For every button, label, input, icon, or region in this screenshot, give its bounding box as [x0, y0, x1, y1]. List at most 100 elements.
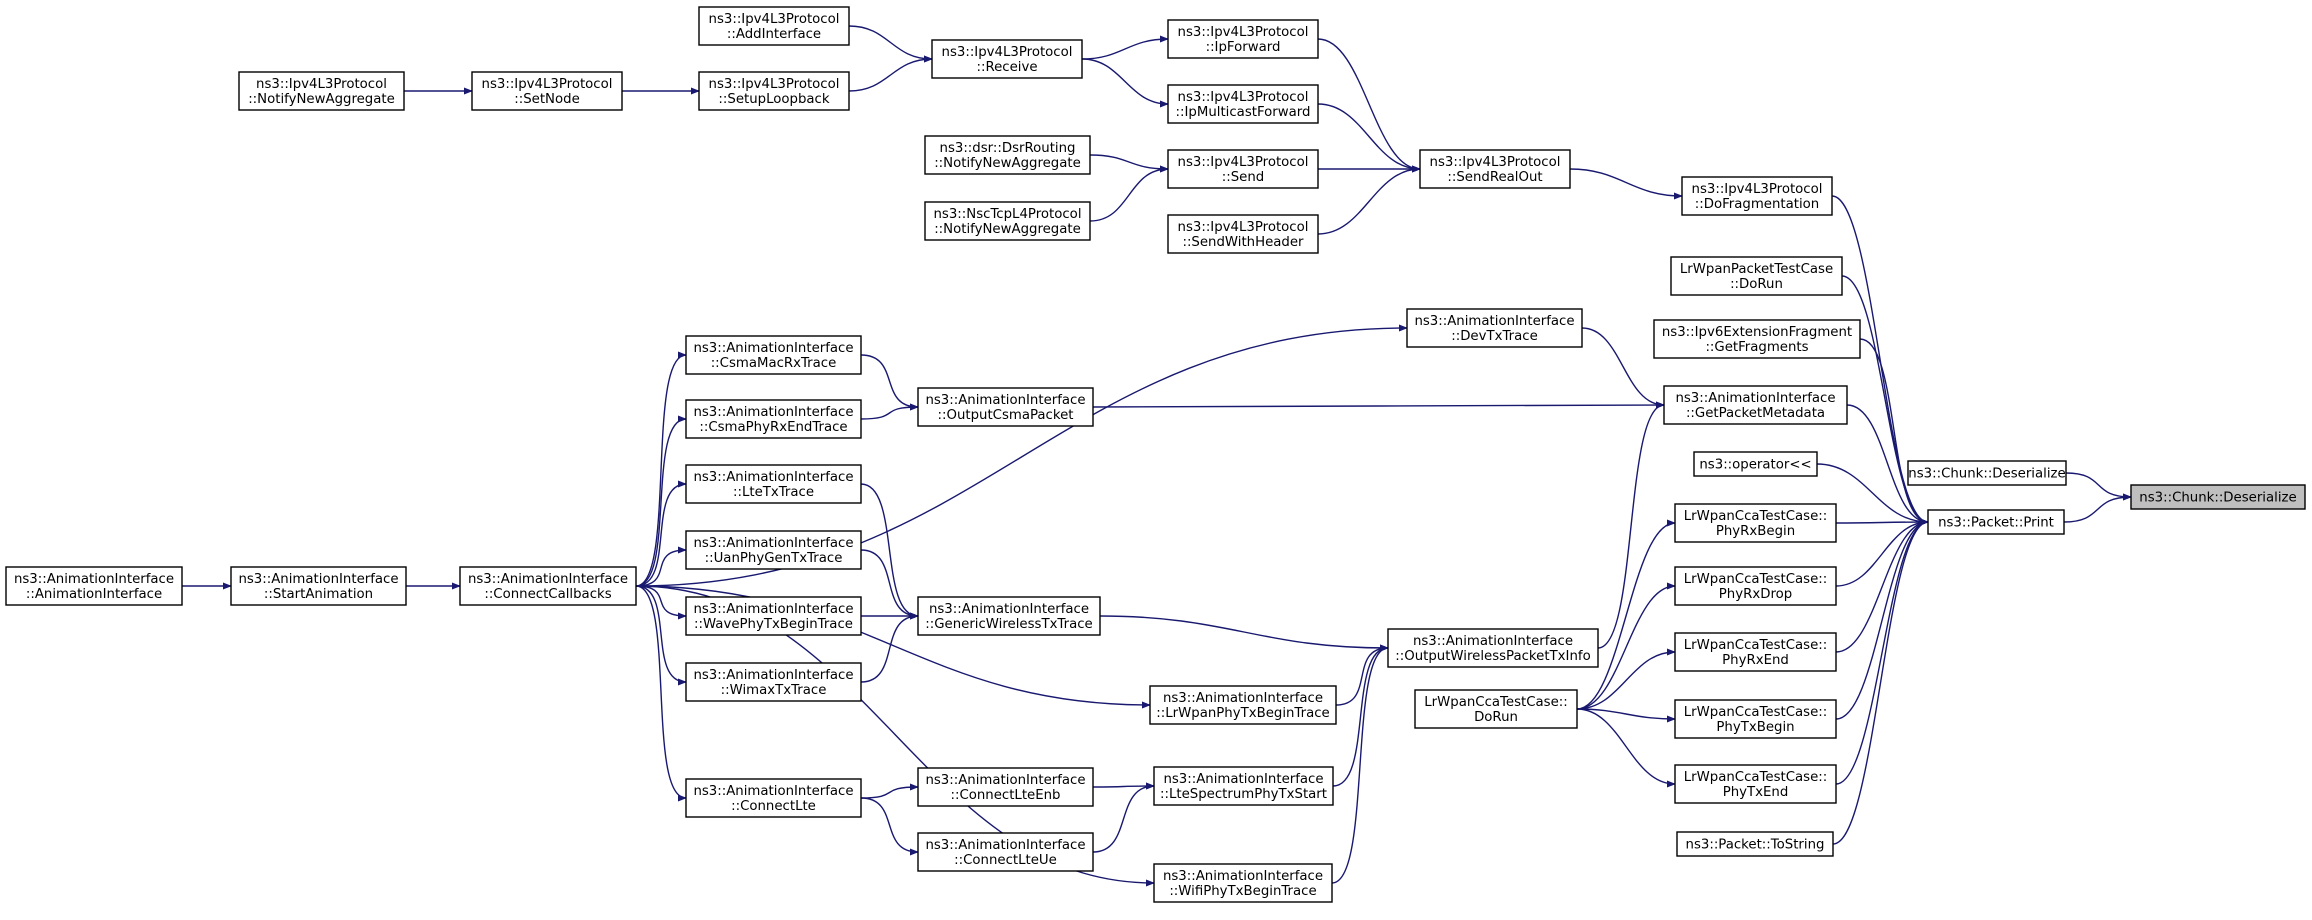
node-connect-callbacks[interactable]: ns3::AnimationInterface::ConnectCallback… [459, 566, 637, 606]
node-label-line: ::ConnectLteEnb [950, 788, 1060, 803]
node-add-interface[interactable]: ns3::Ipv4L3Protocol::AddInterface [698, 6, 850, 46]
node-label-line: ::SendWithHeader [1182, 235, 1304, 250]
edge-lrwpan-cca-dorun-to-phy-rx-end [1576, 648, 1676, 710]
node-label-line: ns3::Ipv4L3Protocol [482, 77, 613, 92]
node-box [1419, 149, 1571, 189]
node-phy-rx-drop[interactable]: LrWpanCcaTestCase::PhyRxDrop [1674, 566, 1837, 606]
node-label-line: ns3::AnimationInterface [1414, 314, 1574, 329]
node-output-wireless-packet-tx-info[interactable]: ns3::AnimationInterface::OutputWirelessP… [1387, 628, 1599, 668]
edge-connect-callbacks-to-dev-tx-trace [635, 324, 1408, 587]
edge-ipv6-get-fragments-to-packet-print [1859, 338, 1929, 526]
edge-add-interface-to-ipv4-receive [848, 25, 933, 63]
node-ipv4-send[interactable]: ns3::Ipv4L3Protocol::Send [1167, 149, 1319, 189]
node-connect-lte-enb[interactable]: ns3::AnimationInterface::ConnectLteEnb [917, 767, 1094, 807]
node-send-with-header[interactable]: ns3::Ipv4L3Protocol::SendWithHeader [1167, 214, 1319, 254]
node-lrwpan-phy-tx-begin-trace[interactable]: ns3::AnimationInterface::LrWpanPhyTxBegi… [1149, 685, 1337, 725]
node-label-line: ::ConnectCallbacks [484, 587, 611, 602]
node-lte-tx-trace[interactable]: ns3::AnimationInterface::LteTxTrace [685, 464, 862, 504]
edge-connect-callbacks-to-csma-phy-rx-end-trace [635, 415, 687, 587]
node-connect-lte[interactable]: ns3::AnimationInterface::ConnectLte [685, 778, 862, 818]
node-nsc-notify-new-aggregate[interactable]: ns3::NscTcpL4Protocol::NotifyNewAggregat… [924, 201, 1091, 241]
node-ip-forward[interactable]: ns3::Ipv4L3Protocol::IpForward [1167, 19, 1319, 59]
node-send-real-out[interactable]: ns3::Ipv4L3Protocol::SendRealOut [1419, 149, 1571, 189]
edge-operator-shift-to-packet-print [1816, 463, 1929, 526]
node-label-line: PhyRxBegin [1716, 524, 1795, 539]
node-phy-rx-begin[interactable]: LrWpanCcaTestCase::PhyRxBegin [1674, 503, 1837, 543]
node-box [924, 201, 1091, 241]
node-connect-lte-ue[interactable]: ns3::AnimationInterface::ConnectLteUe [917, 832, 1094, 872]
edge-dev-tx-trace-to-get-packet-metadata [1581, 327, 1665, 409]
edge-nsc-notify-new-aggregate-to-ipv4-send [1089, 165, 1169, 222]
node-animation-interface[interactable]: ns3::AnimationInterface::AnimationInterf… [5, 566, 183, 606]
node-lte-spectrum-phy-tx-start[interactable]: ns3::AnimationInterface::LteSpectrumPhyT… [1153, 766, 1334, 806]
node-phy-rx-end[interactable]: LrWpanCcaTestCase::PhyRxEnd [1674, 632, 1837, 672]
edge-send-with-header-to-send-real-out [1317, 165, 1421, 235]
node-label-line: ns3::AnimationInterface [925, 393, 1085, 408]
node-packet-tostring[interactable]: ns3::Packet::ToString [1676, 831, 1834, 857]
node-lrwpan-cca-dorun[interactable]: LrWpanCcaTestCase::DoRun [1414, 689, 1578, 729]
node-box [1674, 632, 1837, 672]
node-label-line: ::DoFragmentation [1695, 197, 1819, 212]
node-packet-print[interactable]: ns3::Packet::Print [1927, 509, 2065, 535]
node-label-line: ns3::Ipv4L3Protocol [1178, 155, 1309, 170]
node-label-line: ::GenericWirelessTxTrace [925, 617, 1092, 632]
node-label-line: ns3::Chunk::Deserialize [1908, 467, 2065, 482]
node-ipv6-get-fragments[interactable]: ns3::Ipv6ExtensionFragment::GetFragments [1653, 319, 1861, 359]
node-box [1167, 149, 1319, 189]
node-dev-tx-trace[interactable]: ns3::AnimationInterface::DevTxTrace [1406, 308, 1583, 348]
edge-lte-spectrum-phy-tx-start-to-output-wireless-packet-tx-info [1332, 644, 1389, 787]
node-label-line: ns3::AnimationInterface [1163, 772, 1323, 787]
node-wave-phy-tx-begin-trace[interactable]: ns3::AnimationInterface::WavePhyTxBeginT… [685, 596, 862, 636]
node-box [1153, 863, 1333, 903]
node-setup-loopback[interactable]: ns3::Ipv4L3Protocol::SetupLoopback [698, 71, 850, 111]
node-csma-phy-rx-end-trace[interactable]: ns3::AnimationInterface::CsmaPhyRxEndTra… [685, 399, 862, 439]
node-get-packet-metadata[interactable]: ns3::AnimationInterface::GetPacketMetada… [1663, 385, 1848, 425]
edge-lrwpan-packet-test-dorun-to-packet-print [1841, 275, 1929, 526]
node-label-line: ::LteTxTrace [733, 485, 814, 500]
node-box [685, 335, 862, 375]
node-label-line: ns3::Ipv4L3Protocol [1178, 25, 1309, 40]
node-label-line: ns3::AnimationInterface [929, 602, 1089, 617]
node-start-animation[interactable]: ns3::AnimationInterface::StartAnimation [230, 566, 407, 606]
node-ipv4-receive[interactable]: ns3::Ipv4L3Protocol::Receive [931, 39, 1083, 79]
edge-phy-rx-drop-to-packet-print [1835, 518, 1929, 587]
node-lrwpan-packet-test-dorun[interactable]: LrWpanPacketTestCase::DoRun [1670, 256, 1843, 296]
node-label-line: ns3::operator<< [1699, 458, 1811, 473]
node-do-fragmentation[interactable]: ns3::Ipv4L3Protocol::DoFragmentation [1681, 176, 1833, 216]
node-box [1167, 19, 1319, 59]
node-chunk-deserialize[interactable]: ns3::Chunk::Deserialize [1907, 460, 2067, 486]
node-set-node[interactable]: ns3::Ipv4L3Protocol::SetNode [471, 71, 623, 111]
node-ip-multicast-forward[interactable]: ns3::Ipv4L3Protocol::IpMulticastForward [1167, 84, 1319, 124]
node-label-line: ::Receive [976, 60, 1037, 75]
node-box [1149, 685, 1337, 725]
node-label-line: ns3::NscTcpL4Protocol [933, 207, 1081, 222]
edge-ip-multicast-forward-to-send-real-out [1317, 103, 1421, 173]
node-box [1153, 766, 1334, 806]
node-output-csma-packet[interactable]: ns3::AnimationInterface::OutputCsmaPacke… [917, 387, 1094, 427]
node-phy-tx-end[interactable]: LrWpanCcaTestCase::PhyTxEnd [1674, 764, 1837, 804]
edge-connect-callbacks-to-connect-lte [635, 585, 687, 802]
node-layer: ns3::Chunk::Deserializens3::Chunk::Deser… [5, 6, 2306, 903]
node-label-line: ::GetFragments [1705, 340, 1808, 355]
edge-output-csma-packet-to-get-packet-metadata [1092, 401, 1665, 409]
node-box [1927, 509, 2065, 535]
node-csma-mac-rx-trace[interactable]: ns3::AnimationInterface::CsmaMacRxTrace [685, 335, 862, 375]
node-chunk-deserialize-target[interactable]: ns3::Chunk::Deserialize [2130, 484, 2306, 510]
node-generic-wireless-tx-trace[interactable]: ns3::AnimationInterface::GenericWireless… [917, 596, 1101, 636]
node-label-line: ns3::Ipv4L3Protocol [256, 77, 387, 92]
node-box [685, 399, 862, 439]
node-wifi-phy-tx-begin-trace[interactable]: ns3::AnimationInterface::WifiPhyTxBeginT… [1153, 863, 1333, 903]
node-operator-shift[interactable]: ns3::operator<< [1693, 451, 1818, 477]
node-phy-tx-begin[interactable]: LrWpanCcaTestCase::PhyTxBegin [1674, 699, 1837, 739]
node-dsr-notify-new-aggregate[interactable]: ns3::dsr::DsrRouting::NotifyNewAggregate [924, 135, 1091, 175]
node-box [924, 135, 1091, 175]
node-ipv4-notify-new-aggregate[interactable]: ns3::Ipv4L3Protocol::NotifyNewAggregate [238, 71, 405, 111]
node-box [1663, 385, 1848, 425]
node-box [471, 71, 623, 111]
edge-get-packet-metadata-to-packet-print [1846, 404, 1929, 526]
node-uan-phy-gen-tx-trace[interactable]: ns3::AnimationInterface::UanPhyGenTxTrac… [685, 530, 862, 570]
node-wimax-tx-trace[interactable]: ns3::AnimationInterface::WimaxTxTrace [685, 662, 862, 702]
node-label-line: ::LrWpanPhyTxBeginTrace [1156, 706, 1329, 721]
node-label-line: ::OutputWirelessPacketTxInfo [1395, 649, 1590, 664]
node-label-line: ns3::AnimationInterface [14, 572, 174, 587]
